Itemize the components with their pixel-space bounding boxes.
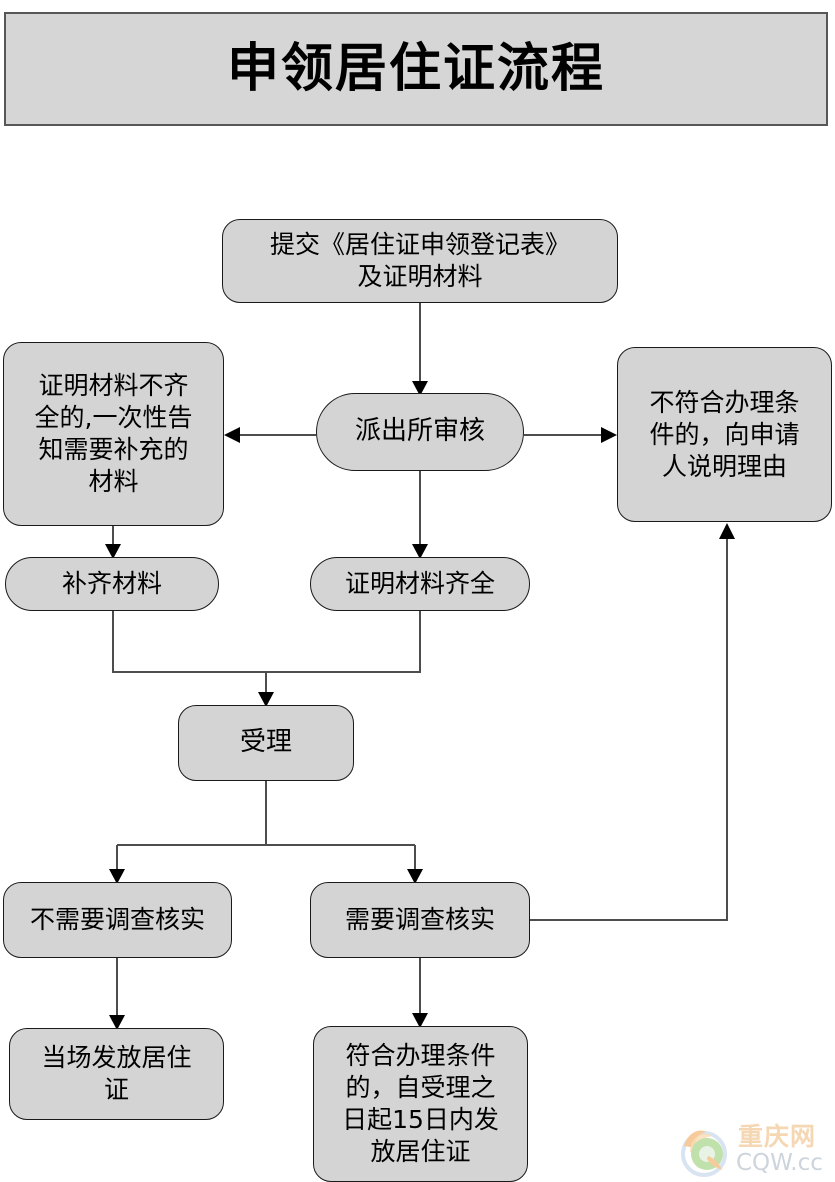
node-issue-permit-onsite-label: 当场发放居住 证 (41, 1043, 192, 1104)
node-accept-case-label: 受理 (239, 727, 292, 758)
node-accept-case[interactable]: 受理 (178, 705, 354, 781)
page-title-banner: 申领居住证流程 (4, 12, 828, 126)
node-no-investigation-needed-label: 不需要调查核实 (29, 905, 205, 934)
connector-investigation-to-not-eligible (530, 523, 735, 921)
node-issue-permit-15-days[interactable]: 符合办理条件 的，自受理之 日起15日内发 放居住证 (313, 1026, 528, 1182)
connector-investigation-to-15days (412, 958, 428, 1028)
node-police-station-review[interactable]: 派出所审核 (316, 393, 524, 471)
flame-globe-icon (681, 1130, 727, 1177)
node-not-eligible-explain[interactable]: 不符合办理条 件的，向申请 人说明理由 (617, 347, 832, 522)
watermark-english-text: CQW.cc (736, 1150, 823, 1176)
node-investigation-needed-label: 需要调查核实 (344, 905, 495, 934)
node-incomplete-materials-notice-label: 证明材料不齐 全的,一次性告 知需要补充的 材料 (34, 371, 193, 496)
connector-review-to-complete (412, 471, 428, 559)
connector-accept-split (109, 781, 423, 884)
node-issue-permit-onsite[interactable]: 当场发放居住 证 (9, 1028, 224, 1120)
connector-submit-to-review (412, 303, 428, 396)
node-issue-permit-15-days-label: 符合办理条件 的，自受理之 日起15日内发 放居住证 (342, 1041, 499, 1166)
node-submit-application[interactable]: 提交《居住证申领登记表》 及证明材料 (222, 219, 618, 303)
node-incomplete-materials-notice[interactable]: 证明材料不齐 全的,一次性告 知需要补充的 材料 (3, 342, 224, 526)
watermark: 重庆网 CQW.cc (676, 1124, 831, 1180)
connector-review-to-not-eligible (524, 427, 617, 443)
node-submit-application-label: 提交《居住证申领登记表》 及证明材料 (269, 230, 570, 291)
node-supplement-materials-label: 补齐材料 (61, 569, 162, 598)
node-no-investigation-needed[interactable]: 不需要调查核实 (3, 882, 232, 958)
node-police-station-review-label: 派出所审核 (354, 416, 485, 447)
page-title: 申领居住证流程 (226, 38, 605, 99)
connector-merge-to-accept (112, 611, 421, 707)
node-materials-complete-label: 证明材料齐全 (344, 569, 495, 598)
node-investigation-needed[interactable]: 需要调查核实 (310, 882, 530, 958)
node-materials-complete[interactable]: 证明材料齐全 (310, 557, 530, 611)
node-not-eligible-explain-label: 不符合办理条 件的，向申请 人说明理由 (649, 387, 800, 481)
node-supplement-materials[interactable]: 补齐材料 (5, 557, 219, 611)
watermark-chinese-text: 重庆网 (738, 1122, 817, 1151)
connector-incomplete-to-supplement (105, 526, 121, 559)
connector-review-to-incomplete (224, 427, 316, 443)
connector-no-investigation-to-onsite (109, 958, 125, 1030)
